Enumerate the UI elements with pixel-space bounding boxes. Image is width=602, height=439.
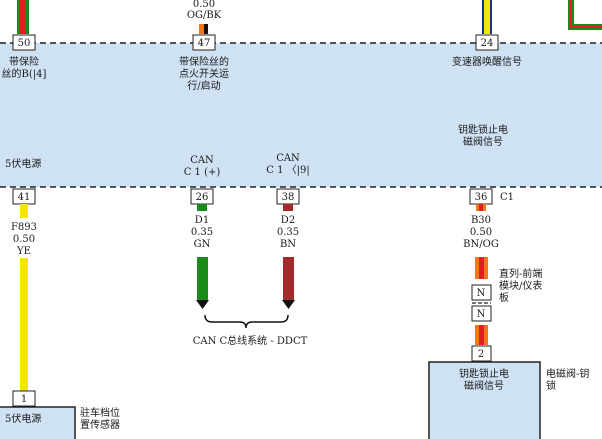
- inline-connector-bottom-pin: N: [471, 305, 492, 322]
- key-lock-solenoid-pin-2: 2: [471, 345, 492, 362]
- park-sensor-module-body: [0, 406, 76, 439]
- park-sensor-side-line2: 置传感器: [80, 418, 120, 431]
- svg-text:1: 1: [21, 394, 27, 405]
- top-wire-color: OG/BK: [187, 10, 222, 21]
- svg-text:38: 38: [282, 192, 295, 203]
- pin-38: 38: [276, 188, 300, 205]
- pin-24-label-line1: 变速器唤醒信号: [452, 55, 522, 68]
- pin-50-label-line1: 带保险: [9, 55, 39, 68]
- wire-36-size: 0.50: [470, 227, 492, 238]
- wire-38-color: BN: [280, 239, 296, 250]
- pin-36: 36: [469, 188, 493, 205]
- can-bus-label: CAN C总线系统 - DDCT: [193, 334, 308, 347]
- inline-connector-label-line1: 直列-前端: [499, 267, 542, 280]
- pin-50-label-line2: 丝的B(|4]: [2, 67, 47, 80]
- top-module-body: [0, 43, 602, 187]
- pin-47-label-line3: 行/启动: [187, 79, 220, 92]
- wire-41-long-segment: [20, 258, 28, 392]
- svg-text:50: 50: [18, 38, 31, 49]
- wire-41-size: 0.50: [13, 234, 35, 245]
- wire-38-stub: [283, 204, 293, 211]
- wire-41-circuit: F893: [11, 222, 37, 233]
- wire-38-circuit: D2: [281, 215, 295, 226]
- pin-26: 26: [190, 188, 214, 205]
- five-volt-label: 5伏电源: [5, 157, 41, 170]
- svg-text:N: N: [477, 288, 486, 299]
- park-sensor-inner-label: 5伏电源: [5, 412, 41, 425]
- wire-41-top-segment: [20, 204, 28, 218]
- wire-right-green-loop: [568, 0, 602, 30]
- pin-47-label-line2: 点火开关运: [179, 67, 229, 80]
- inline-connector-label-line2: 模块/仪表: [499, 279, 542, 292]
- wire-36-stub: [476, 204, 486, 211]
- park-sensor-pin-1: 1: [12, 390, 36, 407]
- wire-p47-top: [199, 24, 208, 34]
- wire-36-circuit: B30: [471, 215, 491, 226]
- wire-38-arrow: [282, 300, 295, 309]
- pin-50: 50: [12, 34, 36, 51]
- can-minus-label-line1: CAN: [276, 153, 300, 164]
- top-wire-size: 0.50: [193, 0, 215, 10]
- inline-connector-label-line3: 板: [499, 291, 509, 304]
- key-lock-solenoid-side-line2: 锁: [546, 379, 556, 392]
- can-plus-label-line2: C 1 (+): [184, 167, 221, 178]
- wire-38-size: 0.35: [277, 227, 299, 238]
- can-minus-label-line2: C 1 〈|9|: [266, 164, 309, 176]
- key-lock-solenoid-inner-line1: 钥匙锁止电: [459, 367, 509, 380]
- wire-26-segment: [197, 257, 208, 300]
- wire-p24-top: [482, 0, 492, 34]
- svg-text:N: N: [477, 309, 486, 320]
- svg-text:2: 2: [478, 349, 484, 360]
- pin-41: 41: [12, 188, 36, 205]
- svg-text:24: 24: [481, 38, 494, 49]
- wire-36-segment-b: [475, 325, 488, 345]
- wire-38-segment: [283, 257, 294, 300]
- pin-24: 24: [475, 34, 499, 51]
- wire-41-color: YE: [16, 246, 31, 257]
- wire-36-segment-a: [475, 257, 488, 279]
- wire-26-stub: [197, 204, 207, 211]
- svg-text:41: 41: [18, 192, 31, 203]
- wire-26-circuit: D1: [195, 215, 209, 226]
- key-lock-solenoid-inner-line2: 磁阀信号: [464, 379, 504, 392]
- inline-connector-top-pin: N: [471, 284, 492, 301]
- connector-c1-label: C1: [500, 192, 514, 203]
- wire-26-size: 0.35: [191, 227, 213, 238]
- svg-text:47: 47: [198, 38, 211, 49]
- wire-36-color: BN/OG: [463, 239, 499, 250]
- pin-47-label-line1: 带保险丝的: [179, 55, 229, 68]
- svg-text:36: 36: [475, 192, 488, 203]
- can-plus-label-line1: CAN: [190, 155, 214, 166]
- wire-26-arrow: [196, 300, 209, 309]
- wire-p50-top: [17, 0, 29, 34]
- park-sensor-side-line1: 驻车档位: [80, 406, 120, 419]
- key-lock-label-line2: 磁阀信号: [463, 135, 503, 148]
- key-lock-solenoid-body: [428, 361, 541, 439]
- wire-26-color: GN: [194, 239, 211, 250]
- pin-47: 47: [192, 34, 216, 51]
- can-bus-brace: [204, 314, 289, 329]
- svg-text:26: 26: [196, 192, 209, 203]
- key-lock-label-line1: 钥匙锁止电: [458, 123, 508, 136]
- key-lock-solenoid-side-line1: 电磁阀-钥: [546, 367, 589, 380]
